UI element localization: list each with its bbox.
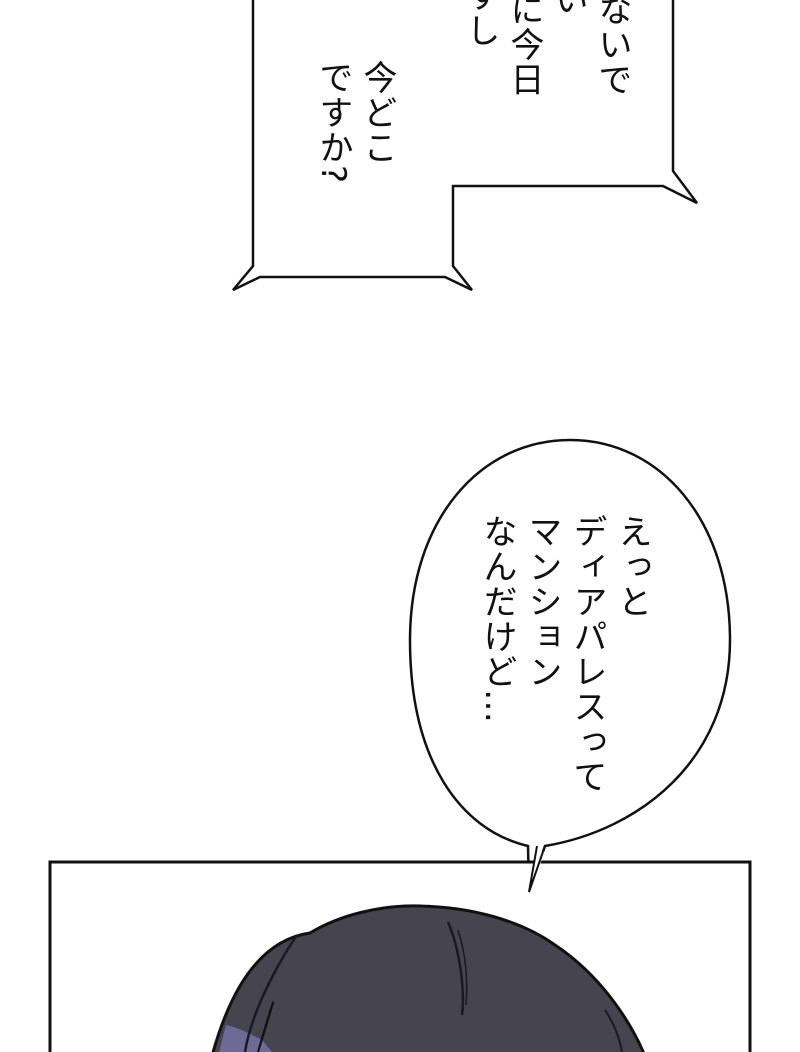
hair-highlight [219,1025,272,1052]
bubble-top-text-line: い [548,0,588,17]
character-hair [211,904,645,1052]
bubble-top-text-line: に今日 [504,0,544,97]
bubble-top-text-line: ないで [592,0,632,97]
speech-bubble-top [232,0,698,292]
bubble-top-text-line: 今どこ [357,60,397,165]
bubble-top-text-line: すし [460,0,500,48]
bubble-oval-text-line: なんだけど… [477,514,517,724]
bubble-oval-text-line: ディアパレスって [567,514,607,794]
speech-bubble-oval [408,438,732,893]
bubble-oval-text-line: マンション [522,514,562,689]
bubble-top-text-line: ですか? [313,60,353,185]
bubble-oval-text-line: えっと [612,514,652,619]
